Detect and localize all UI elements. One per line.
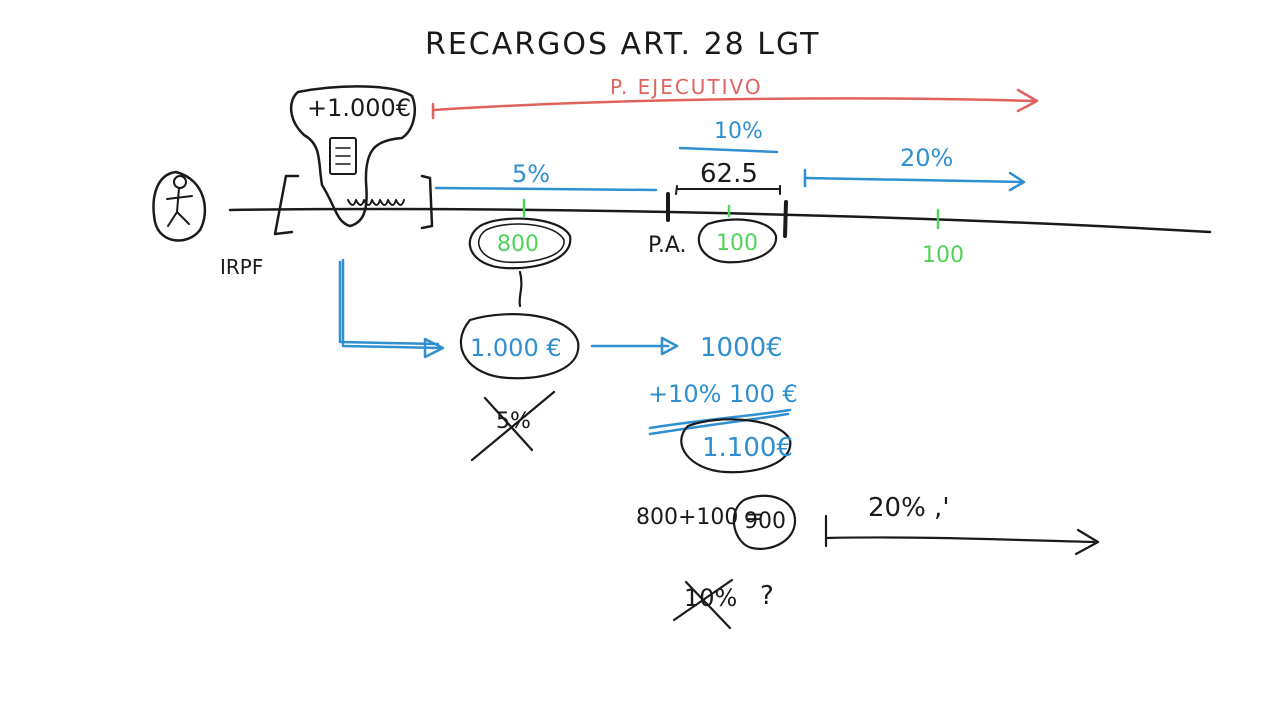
surcharge-20-label: 20% [900, 144, 953, 172]
debt-circle [459, 313, 580, 380]
twenty-note: 20% ,' [868, 493, 949, 523]
surcharge-10-label: 10% [714, 119, 763, 144]
payment-3-value: 100 [922, 243, 964, 268]
taxpayer-icon [152, 170, 207, 242]
plus-ten-line: +10% 100 € [648, 380, 798, 408]
total-amount: 1.100€ [702, 433, 793, 463]
debt-result-arrow [590, 336, 679, 356]
pa-label: P.A. [648, 233, 687, 258]
payment-1-value: 800 [497, 232, 539, 257]
periodo-ejecutivo-arrow [431, 88, 1039, 120]
crossed-five-strike [470, 390, 556, 462]
total-circle [680, 418, 792, 474]
partial-result-circle [732, 494, 797, 550]
surcharge-5-label: 5% [512, 160, 550, 188]
surcharge-10-underline [678, 146, 779, 154]
title: RECARGOS ART. 28 LGT [425, 27, 821, 62]
payment-circle-1-inner [477, 223, 565, 264]
payment-circle-2 [697, 218, 778, 264]
plus-ten-underline [648, 408, 792, 436]
surcharge-5-range [434, 186, 658, 192]
notice-bubble [290, 85, 416, 228]
surcharge-20-arrow [803, 168, 1026, 192]
question-mark: ? [760, 581, 774, 611]
partial-sum: 800+100 = [636, 505, 764, 530]
partial-result: 900 [744, 509, 786, 534]
voluntary-period-bracket [273, 174, 434, 236]
connector-line [518, 270, 523, 308]
payment-circle-1 [468, 217, 572, 270]
period-marker-2 [783, 200, 788, 238]
debt-amount: 1.000 € [470, 334, 562, 362]
surcharge-10-amount: 62.5 [700, 159, 758, 189]
payment-2-value: 100 [716, 231, 758, 256]
main-timeline [228, 207, 1212, 234]
twenty-arrow [824, 514, 1100, 556]
irpf-arrow [338, 258, 445, 359]
surcharge-10-range [675, 185, 781, 195]
notice-amount: +1.000€ [307, 94, 411, 122]
debt-result: 1000€ [700, 333, 783, 363]
taxpayer-label: IRPF [220, 255, 263, 279]
crossed-ten-strike [672, 578, 734, 630]
document-icon [329, 137, 357, 175]
periodo-ejecutivo-label: P. EJECUTIVO [610, 75, 763, 99]
